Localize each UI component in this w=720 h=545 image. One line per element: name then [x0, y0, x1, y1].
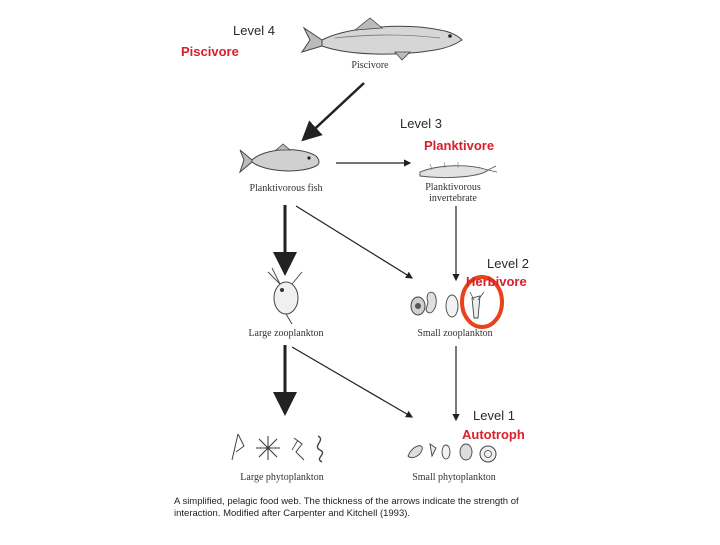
level-2-label: Level 2 [487, 256, 529, 271]
herbivore-highlight-circle [460, 275, 504, 329]
figure-caption-line-1: A simplified, pelagic food web. The thic… [174, 496, 519, 507]
planktivorous-invertebrate-caption: Planktivorous invertebrate [408, 182, 498, 204]
large-zooplankton-icon [267, 267, 303, 325]
autotroph-role-label: Autotroph [462, 427, 525, 442]
planktivorous-fish-caption: Planktivorous fish [249, 183, 323, 194]
small-zooplankton-icons [410, 291, 485, 319]
herbivore-role-label: Herbivore [466, 274, 527, 289]
large-zooplankton-caption: Large zooplankton [248, 328, 324, 339]
level-1-label: Level 1 [473, 408, 515, 423]
large-phytoplankton-icons [231, 433, 324, 463]
planktivore-role-label: Planktivore [424, 138, 495, 153]
large-phytoplankton-caption: Large phytoplankton [240, 472, 324, 483]
planktivorous-fish-icon [238, 143, 320, 174]
figure-caption: A simplified, pelagic food web. The thic… [174, 496, 564, 520]
level-3-label: Level 3 [400, 116, 442, 131]
planktivorous-invertebrate-icon [419, 161, 498, 179]
small-phytoplankton-icons [407, 443, 497, 463]
interaction-arrows [273, 82, 460, 422]
level-4-label: Level 4 [233, 23, 275, 38]
small-phytoplankton-caption: Small phytoplankton [412, 472, 496, 483]
arrow-piscivore-to-planktivorous-fish [301, 82, 365, 142]
piscivore-fish-icon [300, 17, 463, 61]
figure-caption-line-2: interaction. Modified after Carpenter an… [174, 508, 411, 519]
piscivore-role-label: Piscivore [181, 44, 239, 59]
arrow-large-zooplankton-to-small-phytoplankton [291, 346, 414, 418]
invertebrate-caption-line-1: Planktivorous [425, 182, 481, 193]
arrow-planktivorous-fish-to-small-zooplankton [295, 205, 414, 279]
invertebrate-caption-line-2: invertebrate [429, 193, 477, 204]
small-zooplankton-caption: Small zooplankton [417, 328, 493, 339]
piscivore-caption: Piscivore [351, 60, 389, 71]
